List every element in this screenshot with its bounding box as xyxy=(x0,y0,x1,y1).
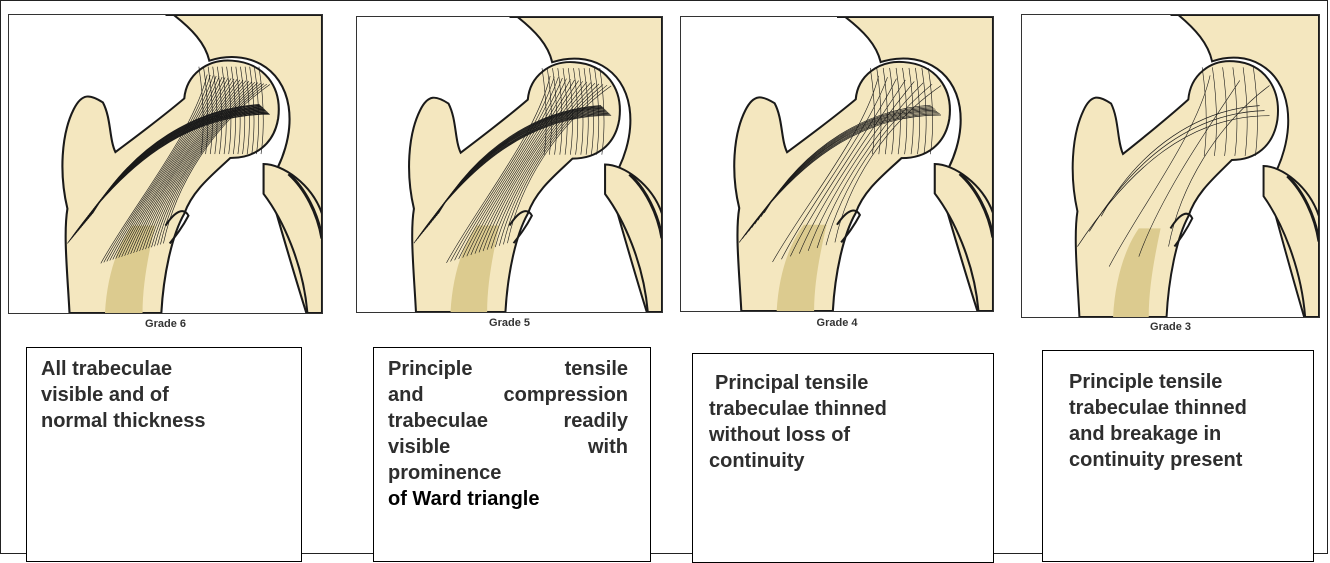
description-line: continuity xyxy=(709,448,983,474)
femur-shape xyxy=(409,62,620,312)
description-row: and compression xyxy=(388,382,628,408)
description-word: Principle xyxy=(388,356,472,382)
description-word: readily xyxy=(564,408,628,434)
description-word: and xyxy=(388,382,424,408)
description-row: Principle tensile xyxy=(388,356,628,382)
description-word: tensile xyxy=(565,356,628,382)
description-word: trabeculae xyxy=(388,408,488,434)
description-line: normal thickness xyxy=(41,408,291,434)
femur-shape xyxy=(1073,61,1278,317)
illustration-grade-4 xyxy=(680,16,994,312)
grade-label: Grade 3 xyxy=(1021,321,1320,333)
grade-label: Grade 4 xyxy=(680,317,994,329)
description-line: without loss of xyxy=(709,422,983,448)
description-line: visible and of xyxy=(41,382,291,408)
description-line: continuity present xyxy=(1069,447,1303,473)
femur-drawing-grade-4 xyxy=(681,17,993,311)
description-line: trabeculae thinned xyxy=(1069,395,1303,421)
description-box-grade-5: Principle tensile and compression trabec… xyxy=(373,347,651,562)
description-line: and breakage in xyxy=(1069,421,1303,447)
femur-drawing-grade-6 xyxy=(9,15,322,313)
description-box-grade-4: Principal tensile trabeculae thinned wit… xyxy=(692,353,994,563)
description-box-grade-6: All trabeculae visible and of normal thi… xyxy=(26,347,302,562)
grade-label: Grade 5 xyxy=(356,317,663,329)
femur-shape xyxy=(734,62,950,311)
illustration-grade-3 xyxy=(1021,14,1320,318)
description-line: trabeculae thinned xyxy=(709,396,983,422)
description-row: prominence xyxy=(388,460,628,486)
illustration-grade-6 xyxy=(8,14,323,314)
femur-drawing-grade-3 xyxy=(1022,15,1319,317)
description-line: Principal tensile xyxy=(709,370,983,396)
description-word: visible xyxy=(388,434,450,460)
description-word: with xyxy=(588,434,628,460)
grade-label: Grade 6 xyxy=(8,318,323,330)
description-line-emphasis: of Ward triangle xyxy=(388,486,628,512)
description-box-grade-3: Principle tensile trabeculae thinned and… xyxy=(1042,350,1314,562)
description-word: prominence xyxy=(388,462,501,484)
illustration-grade-5 xyxy=(356,16,663,313)
description-row: visible with xyxy=(388,434,628,460)
description-row: trabeculae readily xyxy=(388,408,628,434)
description-word: compression xyxy=(504,382,628,408)
description-line: All trabeculae xyxy=(41,356,291,382)
description-line: Principle tensile xyxy=(1069,369,1303,395)
femur-drawing-grade-5 xyxy=(357,17,662,312)
